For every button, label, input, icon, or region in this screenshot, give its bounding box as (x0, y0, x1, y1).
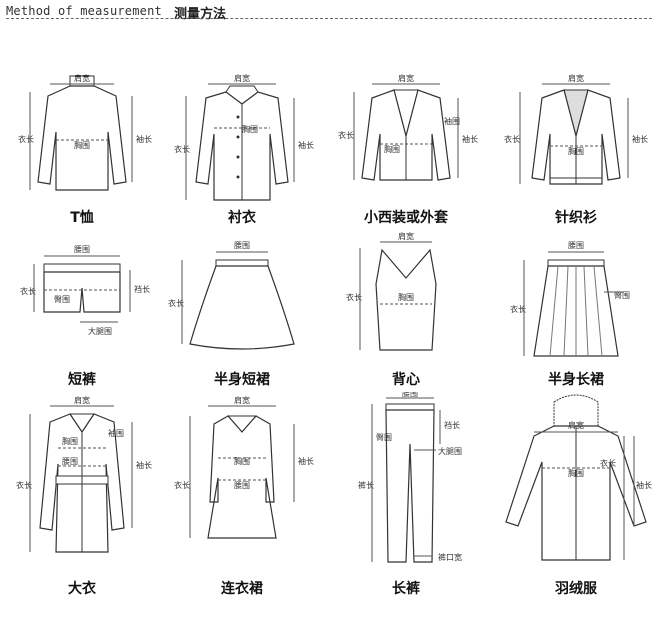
length-label: 衣长 (600, 458, 616, 468)
shoulder-label: 肩宽 (568, 420, 584, 430)
garment-long-skirt: 腰围 臀围 衣长 半身长裙 (494, 230, 658, 425)
length-label: 衣长 (346, 292, 362, 302)
length-label: 衣长 (168, 298, 184, 308)
garment-blazer: 肩宽 胸围 衣长 袖长 袖围 小西装或外套 (324, 62, 488, 257)
page-header: Method of measurement 测量方法 (0, 0, 658, 24)
chest-label: 胸围 (568, 146, 584, 156)
shoulder-label: 肩宽 (234, 395, 250, 405)
hip-label: 臀围 (54, 295, 70, 304)
garment-dress: 肩宽 胸围 腰围 衣长 袖长 连衣裙 (160, 392, 324, 597)
length-label: 衣长 (174, 144, 190, 154)
garment-down-jacket: 肩宽 胸围 衣长 袖长 羽绒服 (494, 392, 658, 597)
chest-label: 胸围 (62, 436, 78, 446)
chest-label: 胸围 (568, 468, 584, 478)
garment-caption: T恤 (70, 210, 94, 226)
garment-caption: 大衣 (68, 581, 96, 597)
waist-label: 腰围 (74, 245, 90, 254)
garment-trousers: 腰围 臀围 裆长 大腿围 裤长 裤口宽 长裤 (324, 392, 488, 597)
cuff-label: 袖围 (444, 116, 460, 126)
garment-caption: 针织衫 (555, 210, 597, 226)
garment-caption: 短裤 (68, 372, 96, 388)
header-divider (6, 18, 652, 19)
length-label: 衣长 (16, 480, 32, 490)
length-label: 衣长 (20, 286, 36, 296)
waist-label: 腰围 (402, 392, 418, 398)
shoulder-label: 肩宽 (398, 231, 414, 241)
sleeve-label: 袖长 (136, 460, 152, 470)
length-label: 裤长 (358, 480, 374, 490)
sleeve-label: 袖长 (298, 140, 314, 150)
blazer-diagram: 肩宽 胸围 衣长 袖长 袖围 (338, 73, 478, 181)
garment-caption: 长裤 (392, 581, 420, 597)
shirt-diagram: 肩宽 胸围 衣长 袖长 (174, 73, 314, 201)
shorts-diagram: 腰围 臀围 衣长 裆长 大腿围 (20, 245, 150, 336)
length-label: 衣长 (504, 134, 520, 144)
length-label: 衣长 (510, 304, 526, 314)
down-jacket-diagram: 肩宽 胸围 衣长 袖长 (505, 394, 652, 561)
cardigan-diagram: 肩宽 胸围 衣长 袖长 (504, 73, 648, 185)
waist-label: 腰围 (234, 241, 250, 250)
sleeve-label: 袖长 (636, 480, 652, 490)
hem-label: 裤口宽 (438, 552, 462, 562)
thigh-label: 大腿围 (88, 326, 112, 336)
hip-label: 臀围 (376, 433, 392, 442)
long-skirt-diagram: 腰围 臀围 衣长 (510, 241, 630, 357)
garment-caption: 羽绒服 (555, 581, 597, 597)
length-label: 衣长 (174, 480, 190, 490)
chest-label: 胸围 (74, 140, 90, 150)
garment-caption: 半身长裙 (548, 372, 604, 388)
garment-caption: 背心 (392, 372, 420, 388)
cuff-label: 袖围 (108, 428, 124, 438)
garment-vest: 肩宽 胸围 衣长 背心 (324, 230, 488, 425)
crotch-label: 裆长 (444, 420, 460, 430)
waist-label: 腰围 (234, 481, 250, 490)
shoulder-label: 肩宽 (398, 73, 414, 83)
trousers-diagram: 腰围 臀围 裆长 大腿围 裤长 裤口宽 (358, 392, 462, 563)
side-label: 裆长 (134, 284, 150, 294)
shoulder-label: 肩宽 (234, 73, 250, 83)
sleeve-label: 袖长 (462, 134, 478, 144)
short-skirt-diagram: 腰围 衣长 (168, 241, 295, 350)
overcoat-diagram: 肩宽 胸围 腰围 衣长 袖长 袖围 (16, 395, 152, 553)
chest-label: 胸围 (384, 144, 400, 154)
garment-caption: 小西装或外套 (364, 210, 448, 226)
chest-label: 胸围 (398, 292, 414, 302)
garment-shorts: 腰围 臀围 衣长 裆长 大腿围 短裤 (0, 230, 164, 425)
header-title-en: Method of measurement (6, 4, 162, 18)
vest-diagram: 肩宽 胸围 衣长 (346, 231, 437, 351)
garment-caption: 半身短裙 (214, 372, 270, 388)
garment-overcoat: 肩宽 胸围 腰围 衣长 袖长 袖围 大衣 (0, 392, 164, 597)
sleeve-label: 袖长 (632, 134, 648, 144)
hip-label: 臀围 (614, 291, 630, 300)
thigh-label: 大腿围 (438, 446, 462, 456)
dress-diagram: 肩宽 胸围 腰围 衣长 袖长 (174, 395, 314, 539)
garment-shirt: 肩宽 胸围 衣长 袖长 衬衣 (160, 62, 324, 257)
waist-label: 腰围 (568, 241, 584, 250)
chest-label: 胸围 (242, 124, 258, 134)
shoulder-label: 肩宽 (74, 73, 90, 83)
length-label: 衣长 (338, 130, 354, 140)
waist-label: 腰围 (62, 457, 78, 466)
length-label: 衣长 (18, 134, 34, 144)
shoulder-label: 肩宽 (74, 395, 90, 405)
garment-cardigan: 肩宽 胸围 衣长 袖长 针织衫 (494, 62, 658, 257)
sleeve-label: 袖长 (136, 134, 152, 144)
garment-caption: 衬衣 (228, 210, 256, 226)
shoulder-label: 肩宽 (568, 73, 584, 83)
garment-tshirt: 肩宽 胸围 衣长 袖长 T恤 (0, 62, 164, 257)
header-title-cn: 测量方法 (174, 7, 227, 22)
tshirt-diagram: 肩宽 胸围 衣长 袖长 (18, 73, 152, 191)
sleeve-label: 袖长 (298, 456, 314, 466)
chest-label: 胸围 (234, 456, 250, 466)
garment-short-skirt: 腰围 衣长 半身短裙 (160, 230, 324, 425)
garment-caption: 连衣裙 (221, 581, 263, 597)
